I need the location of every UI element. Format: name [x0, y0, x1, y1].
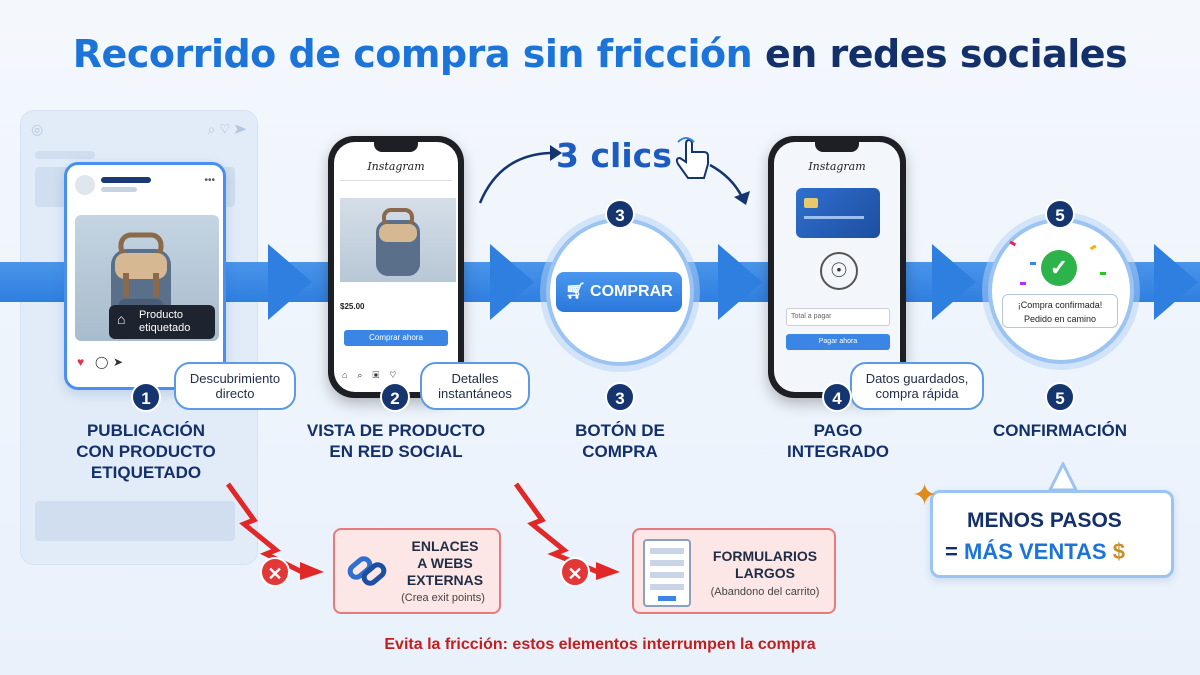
chain-link-icon [347, 556, 387, 586]
credit-card-icon [796, 188, 880, 238]
chevron-arrow-icon [932, 244, 976, 320]
step3-number: 3 [605, 382, 635, 412]
title-line: LARGOS [735, 565, 795, 581]
friction-warning: Evita la fricción: estos elementos inter… [384, 636, 816, 653]
confirm-line1: ¡Compra confirmada! [1017, 300, 1103, 310]
total-field[interactable]: Total a pagar [786, 308, 890, 326]
friction-subtitle: (Abandono del carrito) [710, 586, 820, 598]
label-line: EN RED SOCIAL [329, 442, 463, 461]
external-links-warning: ENLACES A WEBS EXTERNAS (Crea exit point… [333, 528, 501, 614]
pay-now-button[interactable]: Pagar ahora [786, 334, 890, 350]
label-line: CONFIRMACIÓN [992, 421, 1128, 440]
heart-icon[interactable]: ♥ [77, 355, 85, 369]
x-icon: ✕ [260, 557, 290, 587]
step2-number: 2 [380, 382, 410, 412]
label-line: COMPRA [582, 442, 658, 461]
app-name: Instagram [367, 160, 425, 173]
title-highlight: Recorrido de compra sin fricción [72, 32, 753, 76]
label-line: BOTÓN DE [575, 421, 665, 440]
step5-number-top: 5 [1045, 199, 1075, 229]
step5-label: CONFIRMACIÓN [970, 420, 1150, 441]
label-line: VISTA DE PRODUCTO [306, 421, 486, 440]
fingerprint-icon[interactable]: ☉ [820, 252, 858, 290]
product-tag: ⌂ Producto etiquetado [109, 305, 215, 339]
bubble-line: directo [215, 386, 255, 401]
step1-bubble: Descubrimiento directo [174, 362, 296, 410]
buy-now-button[interactable]: Comprar ahora [344, 330, 448, 346]
label-line: PUBLICACIÓN [86, 421, 206, 440]
label-line: CON PRODUCTO [76, 442, 216, 461]
step1-label: PUBLICACIÓN CON PRODUCTO ETIQUETADO [56, 420, 236, 483]
step1-post-card: ••• ⌂ Producto etiquetado ♥ ◯ ➤ [64, 162, 226, 390]
summary-box: MENOS PASOS = MÁS VENTAS $ [930, 490, 1174, 578]
bubble-line: instantáneos [438, 386, 512, 401]
title-line: FORMULARIOS [712, 548, 818, 564]
title-rest: en redes sociales [764, 32, 1128, 76]
step5-number: 5 [1045, 382, 1075, 412]
clicks-arrows [478, 145, 750, 205]
background-icons: ◎⌕ ♡ ➤ [31, 121, 247, 137]
confetti-icon [1009, 240, 1106, 285]
bottom-nav-icons[interactable]: ⌂⌕▣♡ [342, 370, 407, 380]
tag-icon: ⌂ [117, 311, 126, 327]
step4-bubble: Datos guardados, compra rápida [850, 362, 984, 410]
chevron-arrow-icon [268, 244, 312, 320]
confirmation-message: ¡Compra confirmada! Pedido en camino [1002, 294, 1118, 328]
summary-line2: = MÁS VENTAS $ [945, 539, 1125, 565]
bubble-line: compra rápida [875, 386, 959, 401]
label-line: ETIQUETADO [90, 463, 202, 482]
more-sales-text: MÁS VENTAS [963, 539, 1107, 564]
friction-title: FORMULARIOS LARGOS [696, 548, 834, 582]
step3-number-top: 3 [605, 199, 635, 229]
product-price: $25.00 [340, 302, 365, 311]
comment-icon[interactable]: ◯ [95, 355, 109, 369]
money-bag-icon: $ [1112, 539, 1125, 564]
step2-phone: Instagram $25.00 Comprar ahora ⌂⌕▣♡ [328, 136, 464, 398]
form-icon [643, 539, 691, 607]
friction-title: ENLACES A WEBS EXTERNAS [393, 538, 497, 589]
three-clicks-label: 3 clics [556, 136, 672, 175]
summary-pointer [1048, 462, 1078, 492]
comprar-label: COMPRAR [590, 283, 673, 300]
bubble-line: Descubrimiento [189, 371, 281, 386]
title-line: EXTERNAS [406, 572, 484, 588]
title-line: ENLACES [411, 538, 479, 554]
pointer-hand-icon [675, 137, 709, 179]
confirm-line2: Pedido en camino [1023, 314, 1097, 324]
party-popper-icon: ✦ [912, 479, 938, 512]
equals-sign: = [945, 539, 958, 564]
backpack-icon [376, 208, 420, 276]
step3-label: BOTÓN DE COMPRA [550, 420, 690, 462]
lightning-arrow-icon [513, 482, 620, 580]
step2-label: VISTA DE PRODUCTO EN RED SOCIAL [290, 420, 502, 462]
tag-line2: etiquetado [139, 322, 191, 334]
x-icon: ✕ [560, 557, 590, 587]
friction-subtitle: (Crea exit points) [401, 592, 485, 604]
check-icon: ✓ [1041, 250, 1077, 286]
bubble-line: Datos guardados, [865, 371, 969, 386]
comprar-button[interactable]: 🛒︎ COMPRAR [556, 272, 682, 312]
product-image [340, 198, 456, 282]
cart-icon: 🛒︎ [565, 283, 586, 300]
title-line: A WEBS [417, 555, 473, 571]
step1-number: 1 [131, 382, 161, 412]
bubble-line: Detalles [451, 371, 499, 386]
chevron-arrow-icon [490, 244, 534, 320]
chevron-arrow-icon [1154, 244, 1198, 320]
step4-phone: Instagram ☉ Total a pagar Pagar ahora [768, 136, 906, 398]
label-line: INTEGRADO [787, 442, 889, 461]
step4-number: 4 [822, 382, 852, 412]
chevron-arrow-icon [718, 244, 762, 320]
app-name: Instagram [808, 160, 866, 173]
step2-bubble: Detalles instantáneos [420, 362, 530, 410]
share-icon[interactable]: ➤ [113, 355, 124, 369]
step4-label: PAGO INTEGRADO [768, 420, 908, 462]
tag-line1: Producto [139, 309, 184, 321]
label-line: PAGO [813, 421, 863, 440]
long-forms-warning: FORMULARIOS LARGOS (Abandono del carrito… [632, 528, 836, 614]
summary-line1: MENOS PASOS [967, 509, 1122, 532]
page-title: Recorrido de compra sin fricción en rede… [0, 32, 1200, 76]
